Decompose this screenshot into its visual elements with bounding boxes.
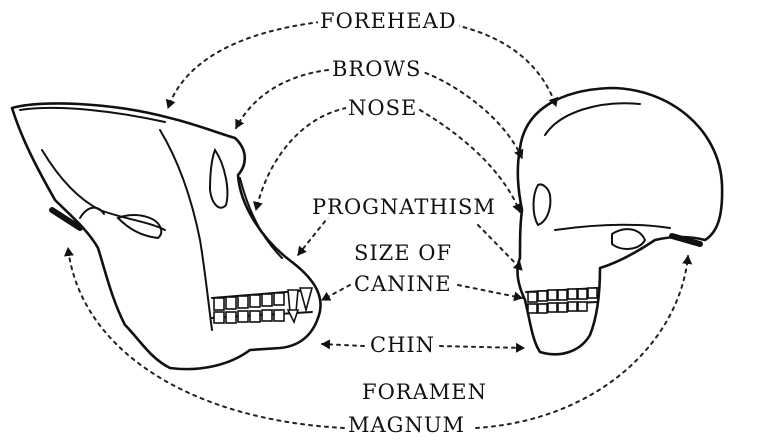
prognathism-arrow-right (478, 225, 522, 270)
canine-arrow-left (322, 285, 350, 300)
canine-arrow-right (458, 285, 522, 298)
ape-teeth-upper (214, 288, 312, 312)
ape-skull (12, 103, 321, 369)
label-canine: CANINE (352, 274, 454, 295)
label-prognathism: PROGNATHISM (310, 197, 498, 218)
chin-arrow-right (440, 346, 524, 348)
brows-arrow-right (418, 70, 522, 158)
forehead-arrow-right (440, 22, 556, 106)
human-teeth-upper (528, 288, 597, 302)
prognathism-arrow-left (298, 215, 330, 255)
chin-arrow-left (322, 344, 364, 346)
label-magnum: MAGNUM (346, 415, 467, 436)
label-foramen: FORAMEN (360, 382, 489, 403)
human-skull (518, 88, 723, 354)
forehead-arrow-left (168, 22, 320, 108)
label-forehead: FOREHEAD (318, 11, 459, 32)
ape-teeth-lower (214, 310, 298, 323)
label-brows: BROWS (330, 59, 423, 80)
brows-arrow-left (236, 70, 328, 128)
label-nose: NOSE (346, 98, 419, 119)
foramen-arrow-right (476, 256, 688, 428)
label-chin: CHIN (368, 335, 437, 356)
label-size-of: SIZE OF (352, 243, 454, 264)
human-teeth-lower (528, 302, 587, 313)
